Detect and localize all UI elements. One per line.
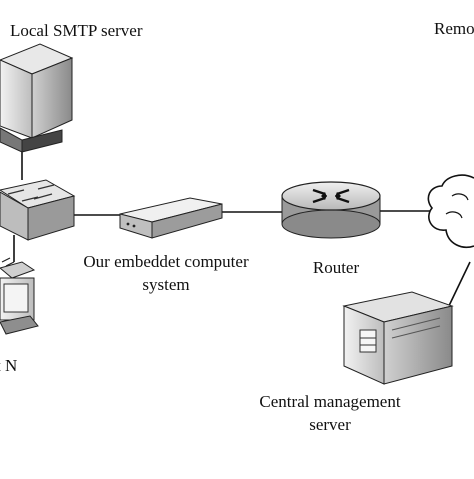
embedded-label-line2: system bbox=[142, 275, 190, 294]
network-switch-icon bbox=[0, 179, 76, 241]
remote-label: Remo bbox=[434, 19, 474, 38]
router-icon bbox=[281, 181, 381, 239]
embedded-device-icon bbox=[119, 197, 223, 239]
central-server-label-line1: Central management bbox=[259, 392, 401, 411]
central-server-icon bbox=[342, 291, 454, 385]
embedded-label-line1: Our embeddet computer bbox=[83, 252, 249, 271]
client-computer-icon bbox=[0, 257, 39, 335]
link-cloud-central bbox=[445, 261, 471, 313]
router-label: Router bbox=[312, 258, 360, 277]
smtp-server-label: Local SMTP server bbox=[10, 21, 143, 40]
smtp-server-tower-icon bbox=[0, 43, 74, 153]
client-label: t N bbox=[0, 356, 18, 375]
internet-cloud-icon bbox=[427, 174, 474, 248]
central-server-label-line2: server bbox=[309, 415, 351, 434]
